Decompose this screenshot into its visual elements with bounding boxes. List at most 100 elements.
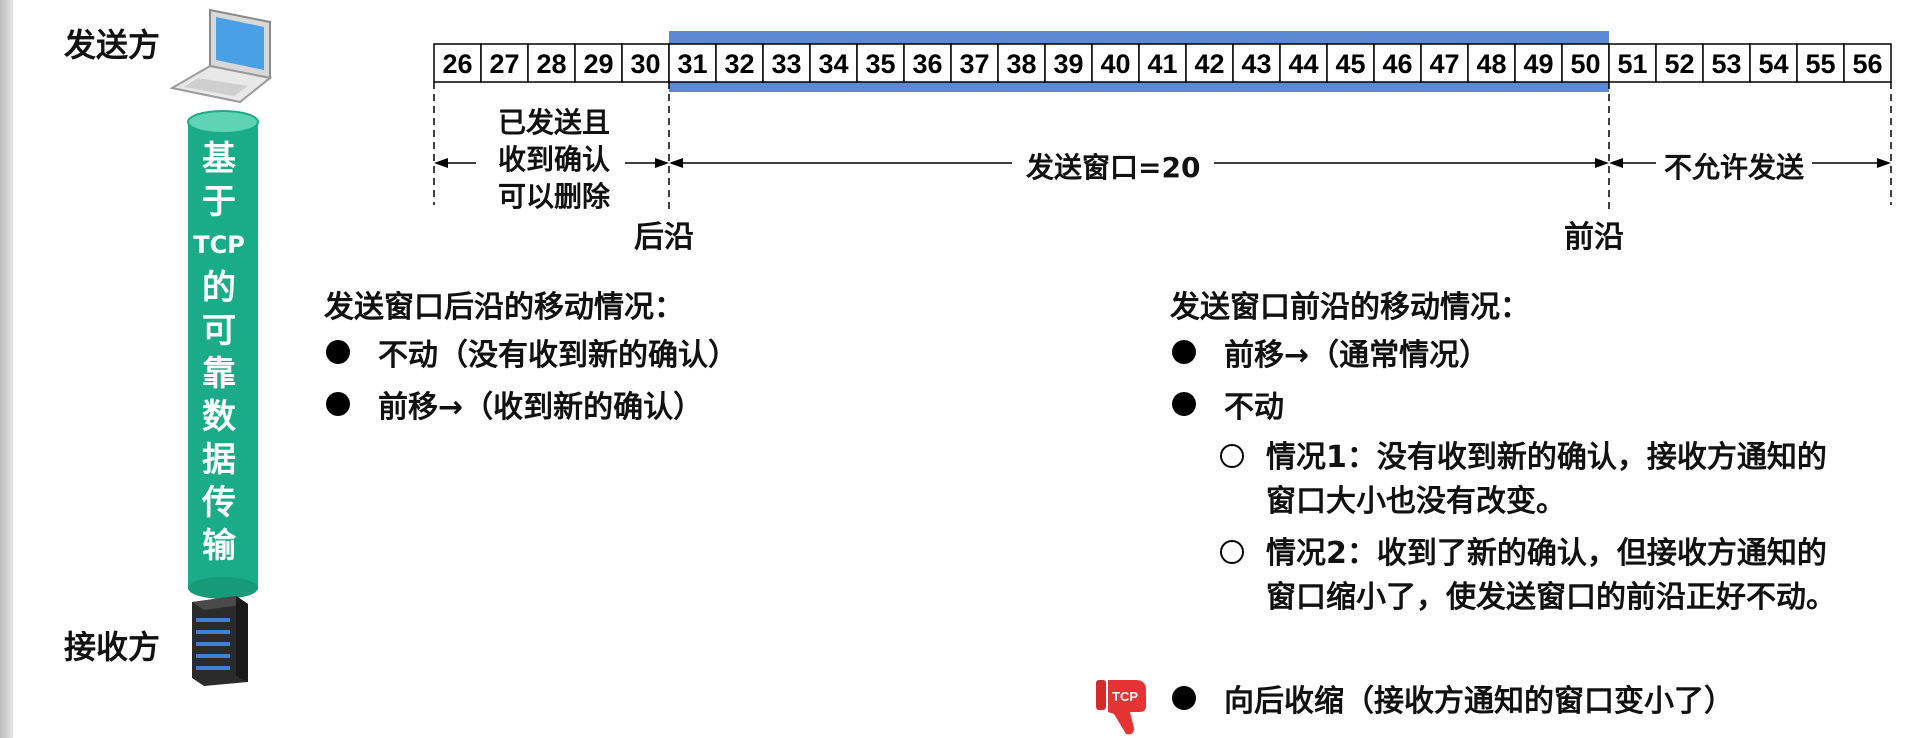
not-allowed-label: 不允许发送	[1656, 146, 1813, 186]
sequence-cell	[1185, 43, 1234, 83]
window-arrow-head-left	[669, 158, 683, 168]
server-icon	[192, 596, 248, 686]
window-highlight-bottom	[669, 82, 1609, 92]
sequence-number: 47	[1429, 49, 1459, 79]
sequence-number: 26	[442, 49, 472, 79]
sequence-number: 53	[1711, 49, 1741, 79]
bullet-icon	[1172, 340, 1196, 364]
sequence-number: 55	[1805, 49, 1835, 79]
front-subitem-text: 情况2：收到了新的确认，但接收方通知的窗口缩小了，使发送窗口的前沿正好不动。	[1266, 536, 1836, 615]
acked-arrow-right-head	[655, 158, 669, 168]
reliable-transfer-cylinder	[187, 110, 259, 599]
bullet-icon	[1172, 392, 1196, 416]
sequence-cell	[1843, 43, 1892, 83]
sequence-cell	[809, 43, 858, 83]
sequence-number: 54	[1758, 49, 1788, 79]
sequence-number: 52	[1664, 49, 1694, 79]
sequence-number: 43	[1241, 49, 1271, 79]
bullet-icon	[326, 340, 350, 364]
sequence-cell	[527, 43, 576, 83]
sequence-cell	[1467, 43, 1516, 83]
sequence-number: 48	[1476, 49, 1506, 79]
sequence-number: 28	[536, 49, 566, 79]
rear-item-text: 不动（没有收到新的确认）	[378, 338, 738, 373]
cylinder-char: 传	[202, 483, 236, 523]
window-arrow-head-right	[1595, 158, 1609, 168]
sequence-cell	[1326, 43, 1375, 83]
sequence-cell	[903, 43, 952, 83]
front-item: 前移→（通常情况）	[1172, 330, 1489, 374]
rear-item: 前移→（收到新的确认）	[326, 382, 703, 426]
sequence-cell	[1232, 43, 1281, 83]
cylinder-char: 的	[202, 268, 236, 308]
hollow-bullet-icon	[1220, 540, 1244, 564]
sequence-number: 42	[1194, 49, 1224, 79]
thumbs-down-icon: TCP	[1096, 680, 1146, 735]
front-edge-label: 前沿	[1564, 220, 1624, 255]
laptop-icon	[169, 8, 273, 104]
front-item: 向后收缩（接收方通知的窗口变小了）	[1172, 676, 1734, 720]
cylinder-text: 基 于 TCP 的 可 靠 数 据 传 输	[186, 138, 252, 568]
front-item-text: 不动	[1224, 390, 1284, 425]
sequence-number: 33	[771, 49, 801, 79]
acked-line: 已发送且	[497, 106, 610, 139]
sequence-number: 38	[1006, 49, 1036, 79]
sequence-number: 31	[677, 49, 707, 79]
cylinder-char: 据	[202, 440, 236, 480]
acked-region-label: 已发送且 收到确认 可以删除	[470, 104, 638, 215]
sequence-number: 32	[724, 49, 754, 79]
sequence-number: 30	[630, 49, 660, 79]
front-section-heading: 发送窗口前沿的移动情况：	[1170, 290, 1530, 325]
front-subitem-text: 情况1：没有收到新的确认，接收方通知的窗口大小也没有改变。	[1266, 440, 1827, 519]
acked-arrow-left-head	[434, 158, 448, 168]
sequence-number: 46	[1382, 49, 1412, 79]
receiver-label: 接收方	[64, 628, 161, 666]
rear-item: 不动（没有收到新的确认）	[326, 330, 738, 374]
not-allowed-arrow-head-right	[1877, 158, 1891, 168]
cylinder-char: 可	[202, 311, 236, 351]
cylinder-char: 数	[202, 397, 236, 437]
sequence-cell	[950, 43, 999, 83]
cylinder-char: 靠	[202, 354, 236, 394]
sequence-number: 29	[583, 49, 613, 79]
sequence-cell	[621, 43, 670, 83]
acked-line: 收到确认	[497, 143, 610, 176]
bullet-icon	[1172, 686, 1196, 710]
window-size-label: 发送窗口=20	[1012, 146, 1215, 186]
rear-item-text: 前移→（收到新的确认）	[378, 390, 704, 425]
sequence-number: 27	[489, 49, 519, 79]
sequence-cell	[1138, 43, 1187, 83]
window-highlight-top	[669, 31, 1609, 44]
sequence-cell	[668, 43, 717, 83]
front-item: 不动	[1172, 382, 1284, 426]
sequence-number: 35	[865, 49, 895, 79]
left-edge-strip	[0, 0, 13, 738]
sequence-number: 44	[1288, 49, 1318, 79]
front-item-text: 前移→（通常情况）	[1224, 338, 1490, 373]
sequence-number: 37	[959, 49, 989, 79]
badge-text: TCP	[1112, 689, 1138, 704]
sequence-number: 45	[1335, 49, 1365, 79]
sequence-cell	[1561, 43, 1610, 83]
front-subitem: 情况1：没有收到新的确认，接收方通知的窗口大小也没有改变。	[1220, 436, 1856, 524]
front-item-text: 向后收缩（接收方通知的窗口变小了）	[1224, 684, 1734, 719]
sequence-number: 40	[1100, 49, 1130, 79]
sequence-number: 50	[1570, 49, 1600, 79]
sequence-cell	[1420, 43, 1469, 83]
sender-label: 发送方	[64, 26, 161, 64]
sequence-cell	[480, 43, 529, 83]
front-subitem: 情况2：收到了新的确认，但接收方通知的窗口缩小了，使发送窗口的前沿正好不动。	[1220, 532, 1856, 620]
sequence-number: 41	[1147, 49, 1177, 79]
sequence-number: 39	[1053, 49, 1083, 79]
sequence-cell	[1514, 43, 1563, 83]
hollow-bullet-icon	[1220, 444, 1244, 468]
acked-line: 可以删除	[497, 180, 610, 213]
sequence-cell	[433, 43, 482, 83]
rear-edge-label: 后沿	[634, 220, 694, 255]
cylinder-char: TCP	[193, 231, 245, 259]
rear-section-heading: 发送窗口后沿的移动情况：	[324, 290, 684, 325]
sequence-cell	[762, 43, 811, 83]
cylinder-char: 基	[202, 139, 236, 179]
sequence-number: 34	[818, 49, 848, 79]
